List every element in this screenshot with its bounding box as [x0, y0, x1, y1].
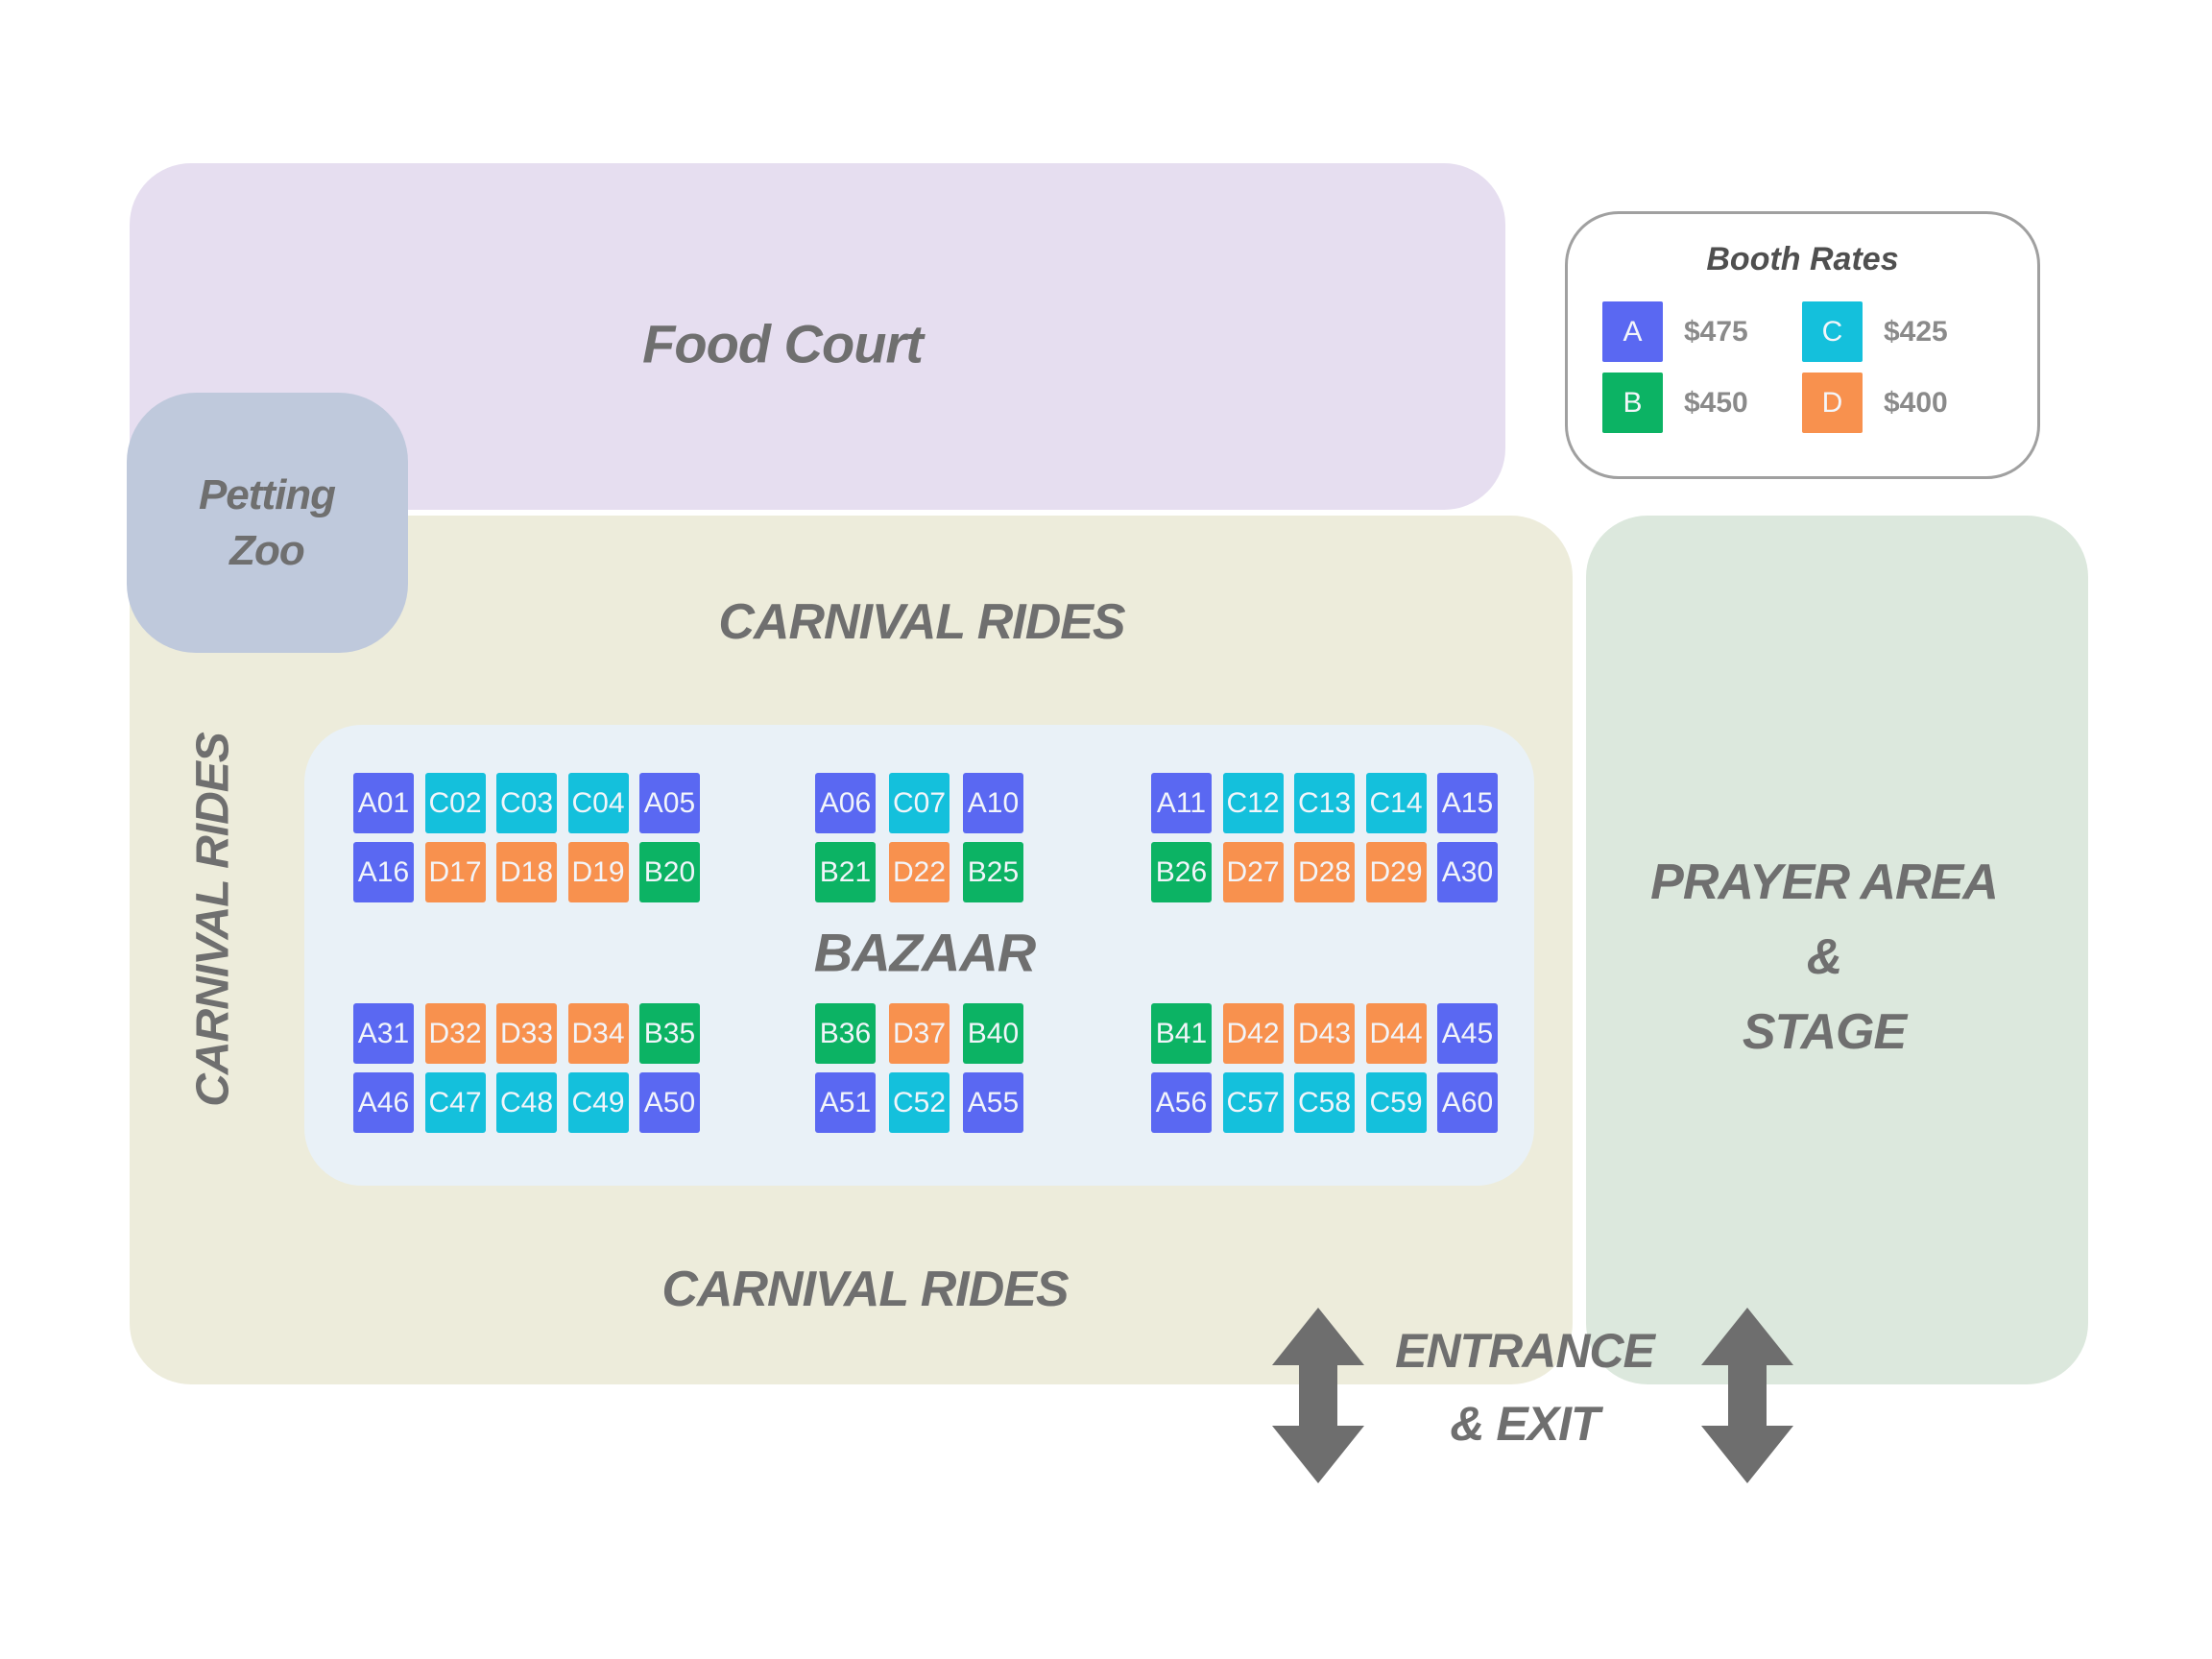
booth-D22[interactable]: D22 [889, 842, 950, 902]
booth-B25[interactable]: B25 [963, 842, 1023, 902]
legend-swatch-b: B [1602, 373, 1663, 433]
booth-A50[interactable]: A50 [639, 1072, 700, 1133]
booth-B21[interactable]: B21 [815, 842, 876, 902]
booth-D42[interactable]: D42 [1222, 1003, 1284, 1064]
booth-C02[interactable]: C02 [424, 773, 486, 833]
booth-C12[interactable]: C12 [1222, 773, 1284, 833]
legend-item-b: B $450 [1602, 373, 1748, 433]
booth-A56[interactable]: A56 [1151, 1072, 1212, 1133]
legend-swatch-c: C [1802, 301, 1863, 362]
legend-price-a: $475 [1684, 315, 1748, 348]
bazaar-label: BAZAAR [813, 922, 1036, 983]
booth-A01[interactable]: A01 [353, 773, 414, 833]
prayer-label-line1: PRAYER AREA [1650, 854, 1999, 910]
booth-A31[interactable]: A31 [353, 1003, 414, 1064]
booth-D37[interactable]: D37 [889, 1003, 950, 1064]
booth-D19[interactable]: D19 [567, 842, 629, 902]
booth-D33[interactable]: D33 [496, 1003, 557, 1064]
booth-B20[interactable]: B20 [639, 842, 700, 902]
booth-C04[interactable]: C04 [567, 773, 629, 833]
booth-A45[interactable]: A45 [1437, 1003, 1498, 1064]
legend-price-d: $400 [1884, 386, 1948, 419]
booth-D27[interactable]: D27 [1222, 842, 1284, 902]
booth-A10[interactable]: A10 [963, 773, 1023, 833]
booth-B36[interactable]: B36 [815, 1003, 876, 1064]
booth-D28[interactable]: D28 [1294, 842, 1355, 902]
booth-rates-legend: Booth Rates A $475 C $425 B $450 D $400 [1565, 211, 2040, 479]
petting-zoo-area [127, 393, 408, 653]
booth-C48[interactable]: C48 [496, 1072, 557, 1133]
carnival-rides-label-left: CARNIVAL RIDES [187, 733, 239, 1107]
booth-D34[interactable]: D34 [567, 1003, 629, 1064]
booth-D43[interactable]: D43 [1294, 1003, 1355, 1064]
booth-D29[interactable]: D29 [1365, 842, 1427, 902]
petting-zoo-label: Petting Zoo [198, 468, 336, 579]
entrance-arrow-left-icon [1272, 1308, 1364, 1483]
booth-D44[interactable]: D44 [1365, 1003, 1427, 1064]
booth-C52[interactable]: C52 [889, 1072, 950, 1133]
prayer-area-stage-label: PRAYER AREA & STAGE [1650, 845, 1999, 1070]
booth-B26[interactable]: B26 [1151, 842, 1212, 902]
prayer-label-line2: & [1806, 929, 1843, 985]
booth-D17[interactable]: D17 [424, 842, 486, 902]
booth-A06[interactable]: A06 [815, 773, 876, 833]
booth-rates-title: Booth Rates [1706, 241, 1899, 277]
booth-C03[interactable]: C03 [496, 773, 557, 833]
carnival-rides-label-bottom: CARNIVAL RIDES [661, 1262, 1069, 1317]
legend-swatch-a: A [1602, 301, 1663, 362]
booth-B41[interactable]: B41 [1151, 1003, 1212, 1064]
booth-D18[interactable]: D18 [496, 842, 557, 902]
booth-A46[interactable]: A46 [353, 1072, 414, 1133]
booth-C49[interactable]: C49 [567, 1072, 629, 1133]
booth-C47[interactable]: C47 [424, 1072, 486, 1133]
booth-C13[interactable]: C13 [1294, 773, 1355, 833]
legend-swatch-d: D [1802, 373, 1863, 433]
booth-A51[interactable]: A51 [815, 1072, 876, 1133]
petting-zoo-label-line2: Zoo [229, 527, 305, 574]
booth-A11[interactable]: A11 [1151, 773, 1212, 833]
legend-item-d: D $400 [1802, 373, 1948, 433]
booth-A15[interactable]: A15 [1437, 773, 1498, 833]
legend-price-b: $450 [1684, 386, 1748, 419]
entrance-arrow-right-icon [1701, 1308, 1793, 1483]
entrance-label-line1: ENTRANCE [1395, 1324, 1655, 1378]
petting-zoo-label-line1: Petting [198, 471, 336, 518]
legend-item-a: A $475 [1602, 301, 1748, 362]
carnival-rides-label-top: CARNIVAL RIDES [718, 594, 1125, 650]
booth-A60[interactable]: A60 [1437, 1072, 1498, 1133]
booth-A16[interactable]: A16 [353, 842, 414, 902]
booth-A55[interactable]: A55 [963, 1072, 1023, 1133]
legend-price-c: $425 [1884, 315, 1948, 348]
booth-C07[interactable]: C07 [889, 773, 950, 833]
booth-B35[interactable]: B35 [639, 1003, 700, 1064]
booth-A30[interactable]: A30 [1437, 842, 1498, 902]
legend-item-c: C $425 [1802, 301, 1948, 362]
entrance-exit-label: ENTRANCE & EXIT [1395, 1314, 1655, 1460]
booth-B40[interactable]: B40 [963, 1003, 1023, 1064]
prayer-area-stage-area [1586, 516, 2088, 1384]
entrance-label-line2: & EXIT [1450, 1397, 1599, 1451]
double-arrow-shape [1701, 1308, 1793, 1483]
booth-D32[interactable]: D32 [424, 1003, 486, 1064]
double-arrow-shape [1272, 1308, 1364, 1483]
booth-C14[interactable]: C14 [1365, 773, 1427, 833]
booth-A05[interactable]: A05 [639, 773, 700, 833]
booth-C59[interactable]: C59 [1365, 1072, 1427, 1133]
booth-C58[interactable]: C58 [1294, 1072, 1355, 1133]
booth-C57[interactable]: C57 [1222, 1072, 1284, 1133]
food-court-label: Food Court [642, 313, 924, 374]
prayer-label-line3: STAGE [1742, 1004, 1907, 1060]
